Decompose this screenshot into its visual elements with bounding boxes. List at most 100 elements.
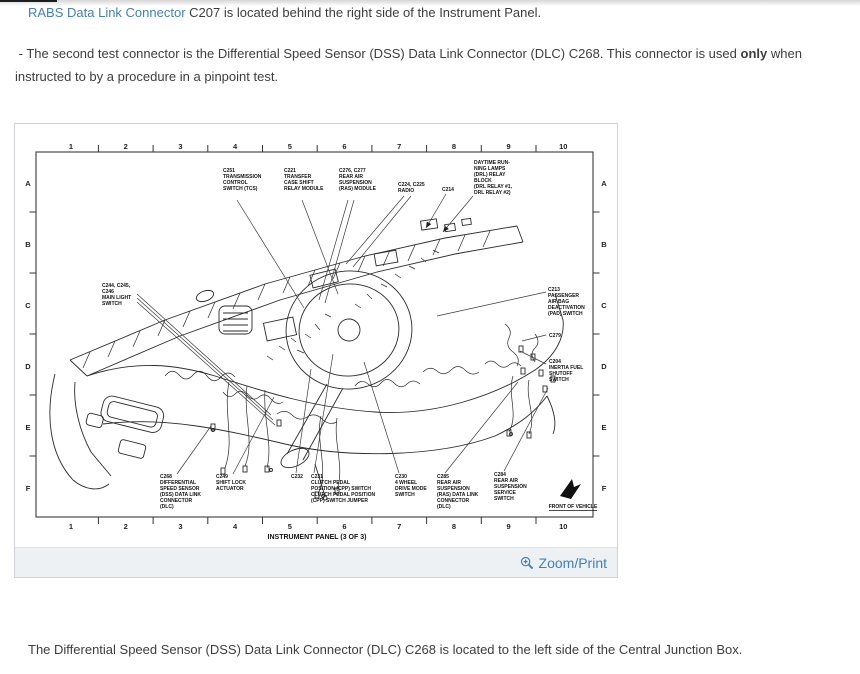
ruler-column-number: 7: [397, 522, 401, 531]
diagram-label: (DLC): [437, 504, 451, 510]
paragraph-rabs-rest: C207 is located behind the right side of…: [185, 5, 542, 20]
ruler-column-number: 9: [507, 142, 511, 151]
ruler-row-letter: D: [25, 362, 31, 371]
leader-lines: [136, 193, 549, 475]
ruler-column-number: 5: [288, 142, 292, 151]
paragraph-2-pre: - The second test connector is the Diffe…: [15, 46, 741, 61]
diagram-label: SUSPENSION: [339, 180, 372, 186]
ruler-column-number: 1: [69, 522, 73, 531]
diagram-border: [35, 151, 594, 518]
diagram-label: BLOCK: [474, 178, 492, 184]
top-left-line: [0, 0, 57, 2]
diagram-label: DEACTIVATION: [548, 305, 585, 311]
paragraph-second-test-connector: - The second test connector is the Diffe…: [15, 42, 860, 88]
lower-left-module: [85, 395, 165, 433]
diagram-label: DIFFERENTIAL: [160, 480, 196, 486]
diagram-label: C204: [549, 359, 561, 365]
ruler-column-number: 10: [559, 522, 567, 531]
diagram-label: SPEED SENSOR: [160, 486, 200, 492]
diagram-label: C284: [494, 472, 506, 478]
diagram-label: RADIO: [398, 188, 414, 194]
magnifier-plus-icon: [520, 556, 533, 569]
diagram-label: DRIVE MODE: [395, 486, 427, 492]
diagram-label: C249: [216, 474, 228, 480]
diagram-label: C230: [395, 474, 407, 480]
diagram-label: C244, C245,: [102, 283, 131, 289]
diagram-label: (DLC): [160, 504, 174, 510]
ruler-column-number: 4: [233, 142, 238, 151]
ruler-row-letter: C: [601, 301, 607, 310]
diagram-label: (DRL) RELAY: [474, 172, 506, 178]
ruler-row-letter: D: [601, 362, 607, 371]
diagram-label: POSITION (CPP) SWITCH: [311, 486, 371, 492]
diagram-label: C251: [223, 168, 235, 174]
diagram-label: SWITCH (TCS): [223, 186, 258, 192]
instrument-panel-artwork: [49, 217, 564, 501]
paragraph-2-bold-only: only: [740, 46, 768, 61]
diagram-label: REAR AIR: [437, 480, 461, 486]
paragraph-2-post: when instructed to by a procedure in a p…: [15, 46, 806, 84]
ruler-column-number: 2: [124, 522, 128, 531]
diagram-label: MAIN LIGHT: [102, 295, 131, 301]
front-of-vehicle: FRONT OF VEHICLE: [549, 479, 598, 511]
diagram-label: RELAY MODULE: [284, 186, 324, 192]
diagram-label: (DSS) DATA LINK: [160, 492, 201, 498]
connector-lugs: [210, 345, 556, 499]
diagram-label: CLUTCH PEDAL POSITION: [311, 492, 375, 498]
diagram-label: 4 WHEEL: [395, 480, 417, 486]
diagram-label: AIR BAG: [548, 299, 569, 305]
side-vent: [218, 305, 253, 335]
diagram-label: INERTIA FUEL: [549, 365, 583, 371]
ruler-column-number: 5: [288, 522, 292, 531]
ruler-column-number: 10: [559, 142, 567, 151]
zoom-print-link[interactable]: Zoom/Print: [520, 555, 607, 571]
ruler-column-number: 7: [397, 142, 401, 151]
ruler-column-number: 8: [452, 522, 456, 531]
ruler-row-letter: C: [25, 301, 31, 310]
ruler-column-number: 4: [233, 522, 238, 531]
diagram-label: SWITCH: [395, 492, 415, 498]
ruler-row-letter: B: [25, 240, 31, 249]
diagram-label: REAR AIR: [494, 478, 518, 484]
diagram-label: (RAS) MODULE: [339, 186, 377, 192]
zoom-print-label: Zoom/Print: [538, 554, 607, 571]
ruler-column-number: 6: [342, 142, 346, 151]
front-of-vehicle-label: FRONT OF VEHICLE: [549, 504, 598, 510]
figure-footer: Zoom/Print: [15, 547, 617, 577]
diagram-label: CONNECTOR: [437, 498, 470, 504]
ruler-column-number: 3: [178, 522, 182, 531]
ruler-column-number: 2: [124, 142, 128, 151]
diagram-label: ACTUATOR: [216, 486, 244, 492]
diagram-label: CASE SHIFT: [284, 180, 314, 186]
rabs-data-link-connector-link[interactable]: RABS Data Link Connector: [28, 5, 186, 20]
diagram-label: (RAS) DATA LINK: [437, 492, 479, 498]
ruler-row-letter: A: [25, 179, 31, 188]
ruler-column-number: 8: [452, 142, 456, 151]
diagram-label: (CPP) SWITCH JUMPER: [311, 498, 368, 504]
hatch-lines: [82, 230, 491, 369]
diagram-label: C276, C277: [339, 168, 366, 174]
front-of-vehicle-arrow-icon: [560, 479, 581, 499]
diagram-label: SUSPENSION: [437, 486, 470, 492]
diagram-label: SWITCH: [494, 496, 514, 502]
ruler-column-number: 3: [178, 142, 182, 151]
diagram-label: NING LAMPS: [474, 166, 506, 172]
diagram-label: SERVICE: [494, 490, 517, 496]
top-gradient: [0, 0, 860, 6]
ruler-column-number: 6: [342, 522, 346, 531]
diagram-label: REAR AIR: [339, 174, 363, 180]
diagram-label: C231: [311, 474, 323, 480]
diagram-label: C214: [442, 187, 454, 193]
diagram-label: SHIFT LOCK: [216, 480, 246, 486]
diagram-label: SWITCH: [549, 377, 569, 383]
diagram-label: C268: [160, 474, 172, 480]
diagram-label: C232: [291, 474, 303, 480]
paragraph-dss-location: The Differential Speed Sensor (DSS) Data…: [28, 642, 743, 657]
ruler-row-letter: A: [601, 179, 607, 188]
ruler-row-letter: B: [601, 240, 607, 249]
diagram-label: TRANSMISSION: [223, 174, 262, 180]
